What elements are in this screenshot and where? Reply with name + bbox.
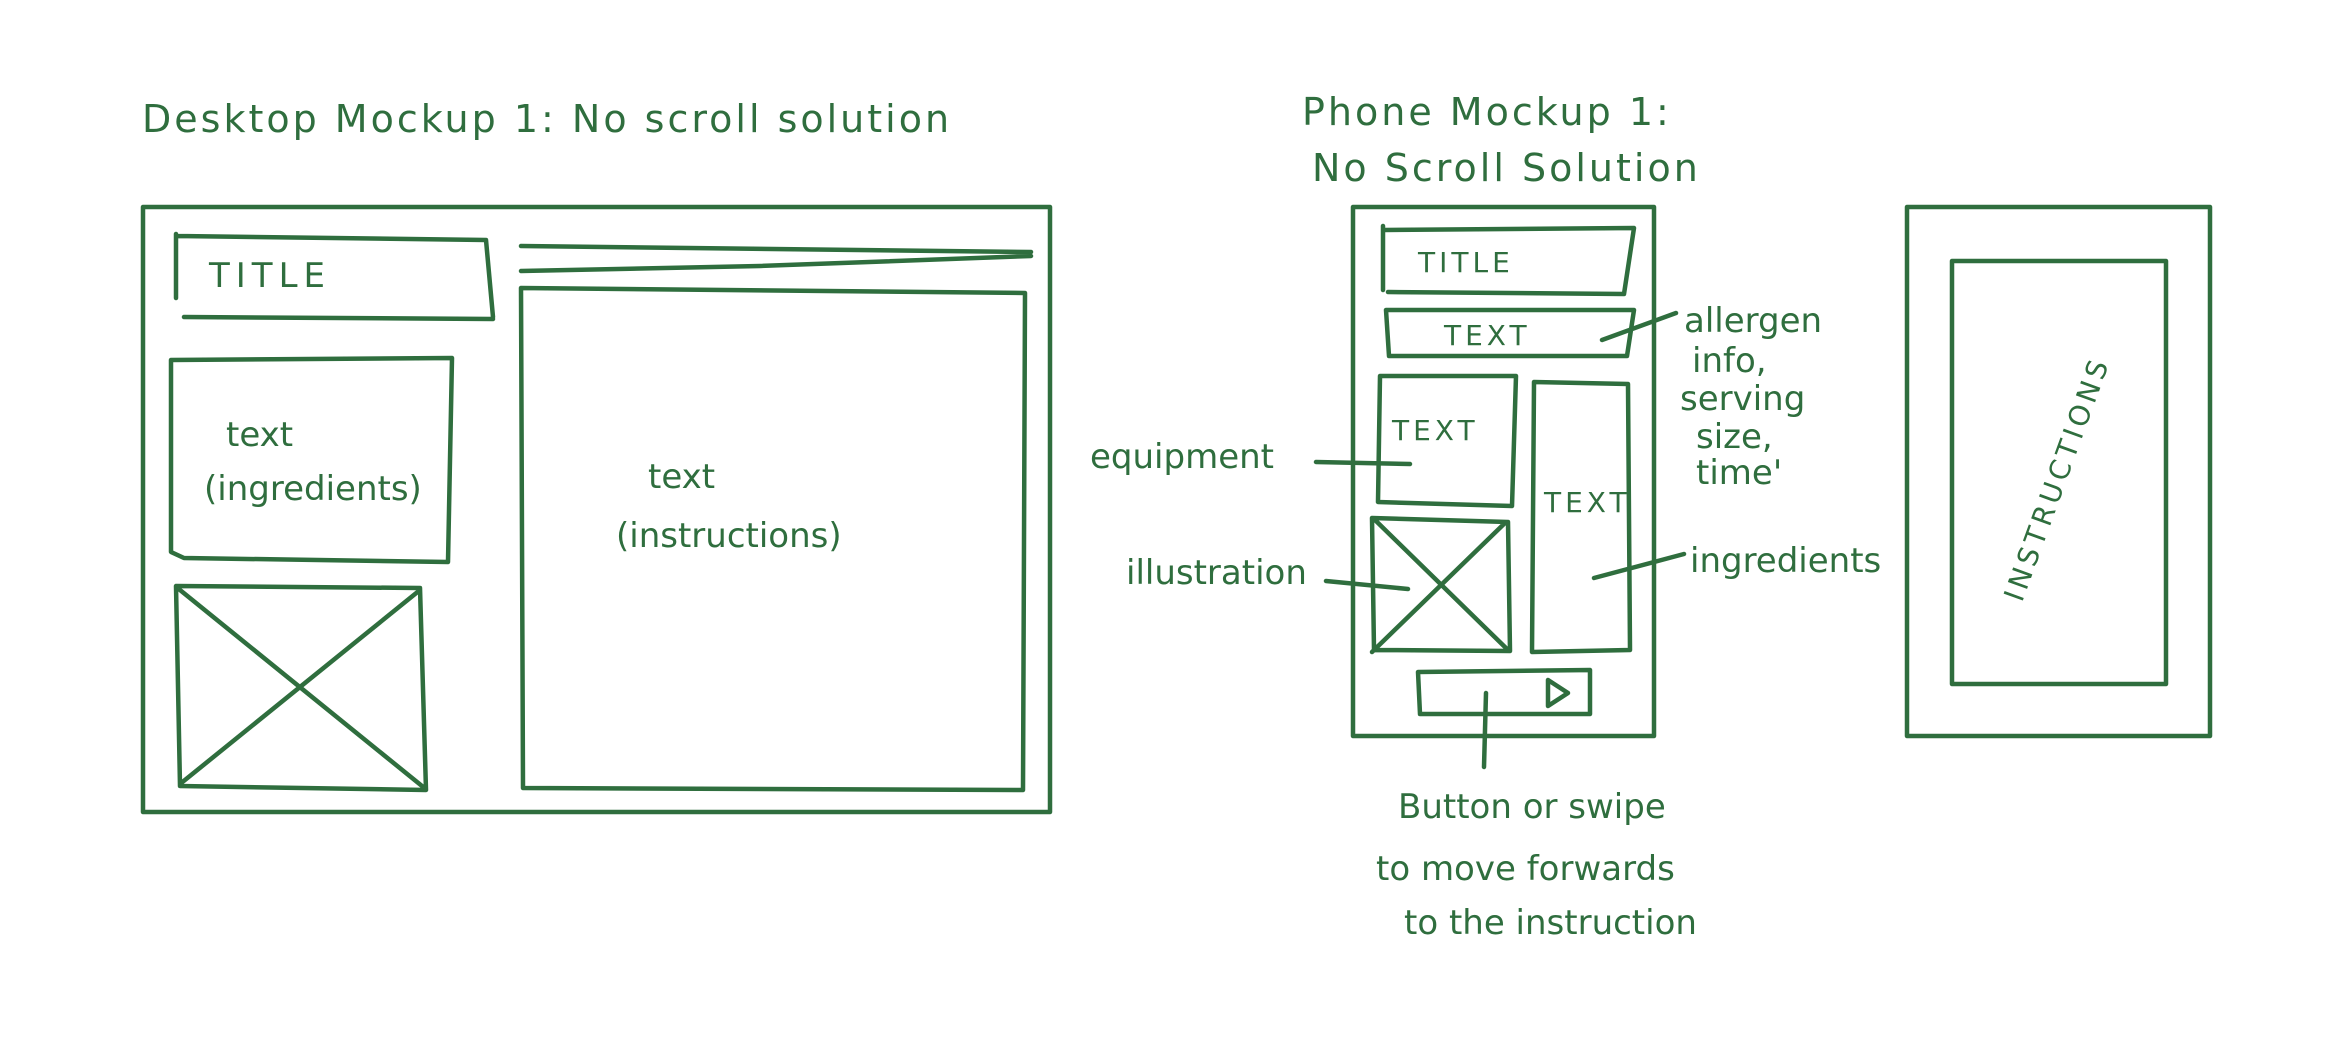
annotation-serving: serving xyxy=(1680,379,1805,419)
phone-illustration-placeholder xyxy=(1369,515,1513,655)
desktop-mockup: Desktop Mockup 1: No scroll solution TIT… xyxy=(140,97,1053,815)
desktop-title-box xyxy=(173,231,496,322)
annotation-ingredients: ingredients xyxy=(1690,541,1881,581)
equipment-leader-line xyxy=(1313,459,1413,467)
annotation-illustration: illustration xyxy=(1126,553,1307,593)
annotation-time: time' xyxy=(1696,453,1782,493)
phone-ingredients-box xyxy=(1529,379,1633,655)
desktop-frame xyxy=(140,204,1053,815)
phone-heading-line2: No Scroll Solution xyxy=(1312,146,1701,190)
phone-instructions-frame xyxy=(1904,204,2213,739)
instructions-panel xyxy=(1949,258,2169,687)
desktop-ingredients-text: text xyxy=(226,415,293,455)
phone-equipment-label: TEXT xyxy=(1391,414,1479,447)
ingredients-leader-line xyxy=(1591,551,1687,581)
annotation-size: size, xyxy=(1696,417,1773,457)
desktop-heading: Desktop Mockup 1: No scroll solution xyxy=(142,97,952,141)
phone-instructions-mockup: INSTRUCTIONS xyxy=(1904,204,2213,739)
desktop-image-placeholder xyxy=(173,583,429,793)
phone-title-box xyxy=(1380,223,1637,297)
phone-info-label: TEXT xyxy=(1443,319,1531,352)
desktop-title-label: TITLE xyxy=(208,256,331,296)
play-triangle-icon xyxy=(1545,677,1571,709)
desktop-ingredients-label: (ingredients) xyxy=(204,469,422,509)
phone-title-label: TITLE xyxy=(1417,246,1514,279)
desktop-header-lines xyxy=(518,243,1034,274)
phone-next-button[interactable] xyxy=(1415,667,1593,717)
desktop-instructions-text: text xyxy=(648,457,715,497)
instructions-label: INSTRUCTIONS xyxy=(1997,352,2116,605)
allergen-leader-line xyxy=(1599,310,1679,343)
phone-equipment-box xyxy=(1375,373,1519,509)
phone-ingredients-label: TEXT xyxy=(1543,486,1631,519)
phone-frame xyxy=(1350,204,1657,739)
annotation-equipment: equipment xyxy=(1090,437,1274,477)
desktop-instructions-box xyxy=(518,285,1028,793)
button-leader-line xyxy=(1481,690,1489,770)
desktop-ingredients-box xyxy=(168,355,455,565)
allergen-annotation: allergen info, serving size, time' xyxy=(1680,301,1822,493)
illustration-leader-line xyxy=(1323,578,1411,592)
annotation-allergen: allergen xyxy=(1684,301,1822,341)
annotation-button-line2: to move forwards xyxy=(1376,849,1675,889)
phone-info-box xyxy=(1383,307,1637,359)
phone-mockup: Phone Mockup 1: No Scroll Solution TITLE… xyxy=(1090,90,1881,943)
annotation-button-line3: to the instruction xyxy=(1404,903,1697,943)
annotation-info: info, xyxy=(1692,341,1767,381)
phone-heading-line1: Phone Mockup 1: xyxy=(1302,90,1672,134)
desktop-instructions-label: (instructions) xyxy=(616,516,842,556)
annotation-button-line1: Button or swipe xyxy=(1398,787,1666,827)
